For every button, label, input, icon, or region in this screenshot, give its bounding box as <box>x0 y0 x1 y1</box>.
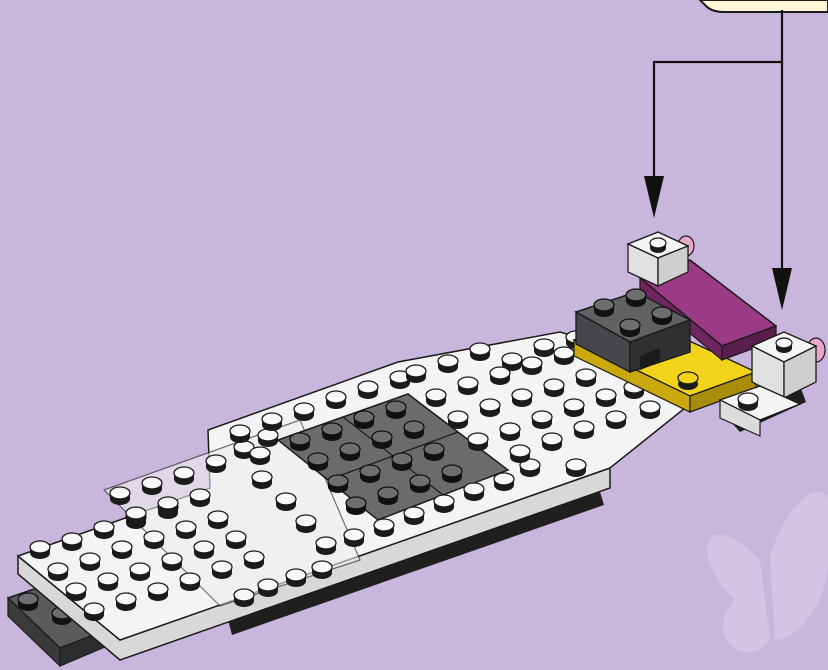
callout-bubble <box>700 0 828 12</box>
butterfly-watermark-icon <box>707 492 828 652</box>
down-arrow-icon <box>772 268 792 310</box>
yellow-stud <box>678 372 698 390</box>
down-arrow-icon <box>644 176 664 218</box>
